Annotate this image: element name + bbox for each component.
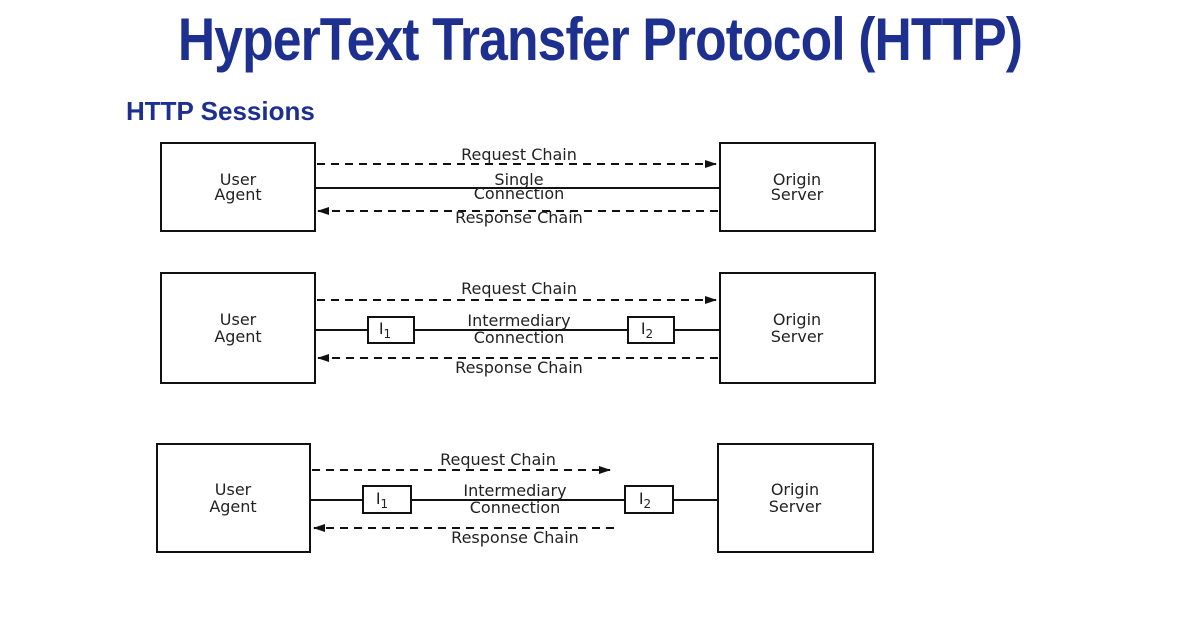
intermediary-2-label: I2 [641, 319, 653, 341]
response-chain-label: Response Chain [455, 208, 583, 227]
intermediary-2-box [627, 316, 675, 344]
user-agent-label-line2: Agent [214, 327, 261, 346]
diagram-single-connection: User Agent Origin Server Request Chain S… [160, 142, 876, 232]
page-title: HyperText Transfer Protocol (HTTP) [177, 6, 1023, 73]
intermediary-label-line2: Connection [474, 328, 565, 347]
intermediary-2-label: I2 [639, 489, 651, 511]
request-chain-label: Request Chain [461, 279, 577, 298]
user-agent-label-line1: User [215, 480, 252, 499]
origin-server-box [719, 272, 876, 384]
origin-server-label-line2: Server [769, 497, 822, 516]
intermediary-1-label: I1 [379, 319, 391, 341]
single-connection-label-line2: Connection [474, 184, 565, 203]
intermediary-1-label: I1 [376, 489, 388, 511]
origin-server-label-line2: Server [771, 327, 824, 346]
origin-server-box [717, 443, 874, 553]
diagram-intermediary-full: User Agent Origin Server Request Chain I… [160, 272, 876, 384]
intermediary-label-line2: Connection [470, 498, 561, 517]
response-chain-label: Response Chain [451, 528, 579, 547]
origin-server-label-line1: Origin [773, 170, 821, 189]
section-heading: HTTP Sessions [126, 96, 315, 126]
single-connection-label-line1: Single [494, 170, 543, 189]
user-agent-label-line2: Agent [209, 497, 256, 516]
origin-server-label-line2: Server [771, 185, 824, 204]
user-agent-box [156, 443, 311, 553]
intermediary-label-line1: Intermediary [467, 311, 570, 330]
user-agent-box [160, 272, 316, 384]
user-agent-label-line1: User [220, 170, 257, 189]
intermediary-label-line1: Intermediary [463, 481, 566, 500]
diagram-intermediary-partial: User Agent Origin Server Request Chain I… [156, 443, 874, 553]
origin-server-box [719, 142, 876, 232]
user-agent-label-line1: User [220, 310, 257, 329]
user-agent-label-line2: Agent [214, 185, 261, 204]
request-chain-label: Request Chain [440, 450, 556, 469]
intermediary-1-box [367, 316, 415, 344]
response-chain-label: Response Chain [455, 358, 583, 377]
user-agent-box [160, 142, 316, 232]
intermediary-2-box [624, 485, 674, 514]
origin-server-label-line1: Origin [771, 480, 819, 499]
request-chain-label: Request Chain [461, 145, 577, 164]
origin-server-label-line1: Origin [773, 310, 821, 329]
